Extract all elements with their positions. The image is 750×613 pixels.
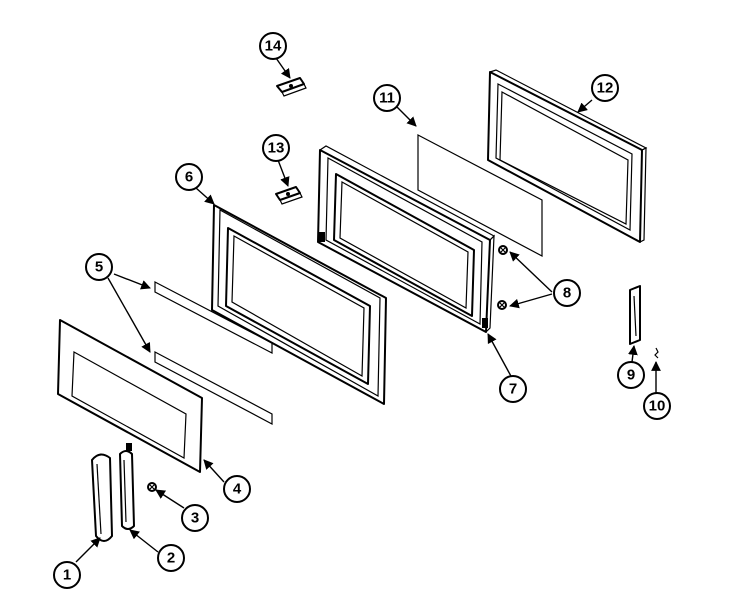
callout-7: 7 <box>499 375 527 403</box>
part-11-glass-panel <box>417 134 543 257</box>
part-8-screws <box>497 245 508 310</box>
callout-9-label: 9 <box>627 367 635 384</box>
part-14-bracket <box>276 77 307 97</box>
callout-13-label: 13 <box>268 140 285 157</box>
callout-12: 12 <box>591 74 619 102</box>
part-5-glass-strips <box>154 281 273 425</box>
callout-10-label: 10 <box>649 398 666 415</box>
callout-5-label: 5 <box>95 259 103 276</box>
callout-3: 3 <box>181 504 209 532</box>
callout-10: 10 <box>643 392 671 420</box>
part-1-handle <box>91 453 113 542</box>
callout-9: 9 <box>617 361 645 389</box>
callout-4-label: 4 <box>233 481 242 498</box>
callout-1: 1 <box>53 561 81 589</box>
part-10-spring <box>654 347 659 359</box>
callout-11: 11 <box>373 84 401 112</box>
part-9-latch <box>629 285 641 345</box>
callout-2: 2 <box>157 544 185 572</box>
callout-4: 4 <box>223 475 251 503</box>
part-7-inner-door-frame <box>317 145 495 333</box>
callout-3-label: 3 <box>191 510 199 527</box>
callout-14: 14 <box>259 32 287 60</box>
callout-6-label: 6 <box>185 169 193 186</box>
leader-lines <box>75 57 661 563</box>
callout-6: 6 <box>175 163 203 191</box>
callout-14-label: 14 <box>265 38 282 55</box>
part-12-rear-frame <box>487 69 648 243</box>
part-4-outer-door-panel <box>57 319 203 473</box>
callout-13: 13 <box>262 134 290 162</box>
callout-2-label: 2 <box>167 550 175 567</box>
part-2-handle-base <box>119 443 135 530</box>
part-13-bracket <box>275 186 303 205</box>
callout-11-label: 11 <box>379 90 395 107</box>
callout-8: 8 <box>553 279 581 307</box>
callout-8-label: 8 <box>563 285 571 302</box>
callout-7-label: 7 <box>509 381 517 398</box>
callout-12-label: 12 <box>597 80 614 97</box>
callout-1-label: 1 <box>63 567 71 584</box>
part-3-screw <box>147 482 157 492</box>
callout-5: 5 <box>85 253 113 281</box>
part-6-door-frame <box>211 204 387 405</box>
